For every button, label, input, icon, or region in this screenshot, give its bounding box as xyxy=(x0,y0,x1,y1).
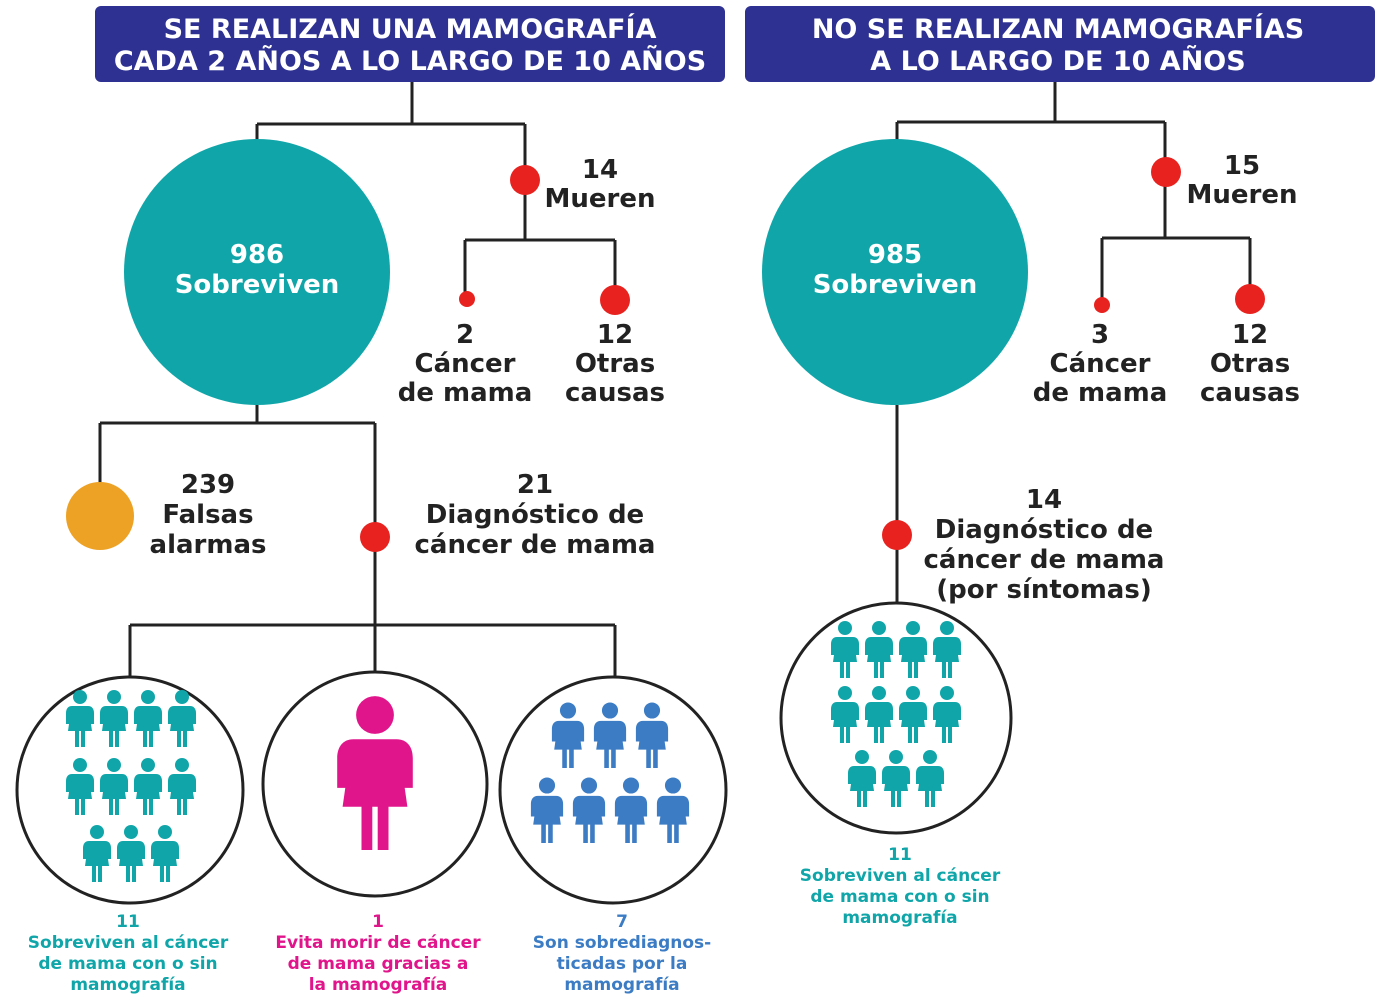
survive-label: Sobreviven xyxy=(175,270,340,300)
avoided-death-caption-number: 1 xyxy=(372,912,384,932)
false-alarm-number: 239 xyxy=(181,470,235,500)
die-number: 15 xyxy=(1224,151,1260,181)
diagnosis-line2: cáncer de mama xyxy=(415,530,656,560)
overdiagnosed-caption-line1: Son sobrediagnos- xyxy=(533,933,711,953)
die-cancer-line2: de mama xyxy=(398,378,533,408)
survivors-caption-number: 11 xyxy=(116,912,140,932)
diagnosis-number: 21 xyxy=(517,470,553,500)
survivors-caption-line3: mamografía xyxy=(842,908,957,928)
left-panel: SE REALIZAN UNA MAMOGRAFÍA CADA 2 AÑOS A… xyxy=(15,6,728,995)
left-header-line2: CADA 2 AÑOS A LO LARGO DE 10 AÑOS xyxy=(114,45,706,77)
avoided-death-caption-line1: Evita morir de cáncer xyxy=(275,933,481,953)
survive-circle xyxy=(762,139,1028,405)
left-header-box xyxy=(95,6,725,82)
die-number: 14 xyxy=(582,155,618,185)
survivors-caption-line1: Sobreviven al cáncer xyxy=(800,866,1001,886)
die-label: Mueren xyxy=(1187,180,1298,210)
right-header-line2: A LO LARGO DE 10 AÑOS xyxy=(870,45,1245,77)
false-alarm-line1: Falsas xyxy=(162,500,253,530)
die-dot xyxy=(1151,157,1181,187)
right-header-line1: NO SE REALIZAN MAMOGRAFÍAS xyxy=(812,13,1304,45)
diagnosis-line2: cáncer de mama xyxy=(924,545,1165,575)
die-other-dot xyxy=(1235,284,1265,314)
die-cancer-line1: Cáncer xyxy=(1049,349,1150,379)
die-other-line2: causas xyxy=(1200,378,1300,408)
die-cancer-line1: Cáncer xyxy=(414,349,515,379)
die-other-number: 12 xyxy=(1232,320,1268,350)
false-alarm-line2: alarmas xyxy=(150,530,267,560)
diagnosis-line1: Diagnóstico de xyxy=(426,500,644,530)
survivors-caption-line2: de mama con o sin xyxy=(38,954,217,974)
false-alarm-circle xyxy=(66,482,134,550)
survive-number: 985 xyxy=(868,240,922,270)
die-cancer-number: 2 xyxy=(456,320,474,350)
right-header-box xyxy=(745,6,1375,82)
diagnosis-dot xyxy=(882,520,912,550)
survive-circle xyxy=(124,139,390,405)
die-label: Mueren xyxy=(545,184,656,214)
left-connectors xyxy=(98,82,617,678)
die-dot xyxy=(510,165,540,195)
diagnosis-line1: Diagnóstico de xyxy=(935,515,1153,545)
die-other-dot xyxy=(600,285,630,315)
overdiagnosed-caption-number: 7 xyxy=(616,912,628,932)
avoided-death-caption-line3: la mamografía xyxy=(309,975,448,995)
die-other-line1: Otras xyxy=(575,349,655,379)
diagnosis-dot xyxy=(360,522,390,552)
diagnosis-line3: (por síntomas) xyxy=(936,575,1151,605)
die-other-number: 12 xyxy=(597,320,633,350)
diagnosis-number: 14 xyxy=(1026,485,1062,515)
overdiagnosed-caption-line2: ticadas por la xyxy=(557,954,688,974)
die-other-line2: causas xyxy=(565,378,665,408)
die-cancer-dot xyxy=(1094,297,1110,313)
die-cancer-dot xyxy=(459,291,475,307)
survivors-caption-line1: Sobreviven al cáncer xyxy=(28,933,229,953)
survivors-caption-line3: mamografía xyxy=(70,975,185,995)
survivors-caption-line2: de mama con o sin xyxy=(810,887,989,907)
die-cancer-number: 3 xyxy=(1091,320,1109,350)
survive-number: 986 xyxy=(230,240,284,270)
overdiagnosed-caption-line3: mamografía xyxy=(564,975,679,995)
left-header-line1: SE REALIZAN UNA MAMOGRAFÍA xyxy=(164,13,657,45)
survive-label: Sobreviven xyxy=(813,270,978,300)
avoided-death-caption-line2: de mama gracias a xyxy=(288,954,469,974)
survivors-caption-number: 11 xyxy=(888,845,912,865)
die-cancer-line2: de mama xyxy=(1033,378,1168,408)
right-panel: NO SE REALIZAN MAMOGRAFÍAS A LO LARGO DE… xyxy=(745,6,1375,928)
survivors-group-circle xyxy=(779,601,1013,835)
die-other-line1: Otras xyxy=(1210,349,1290,379)
